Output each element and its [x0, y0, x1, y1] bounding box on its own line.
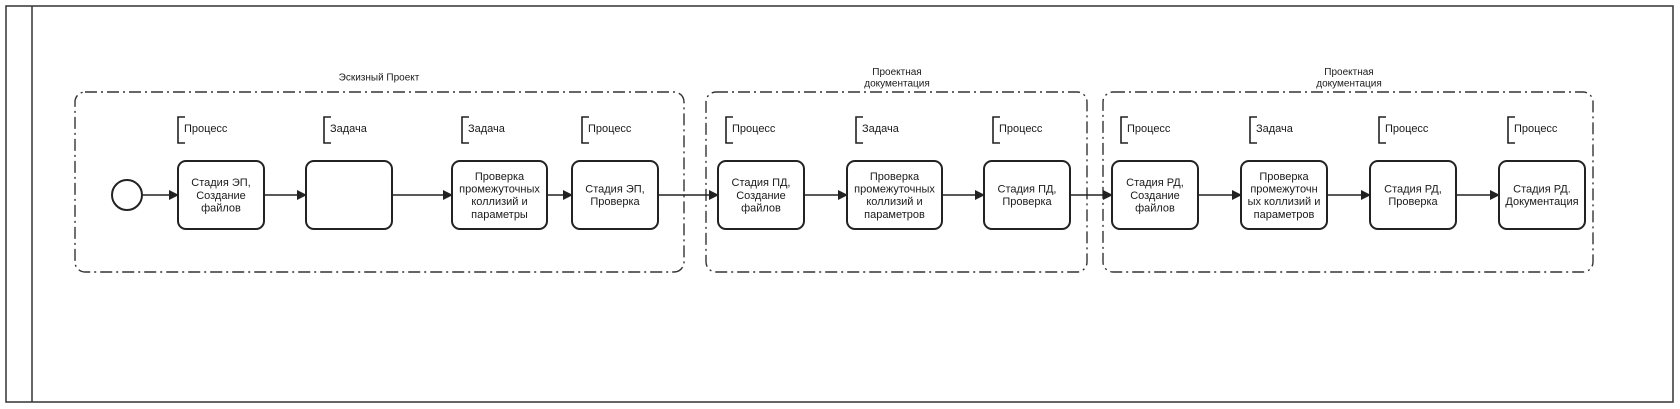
task-label: Стадия ПД,Проверка — [998, 184, 1057, 209]
text-annotation[interactable]: Задача — [461, 116, 506, 144]
label-line: Проверка — [590, 196, 640, 208]
annotation-text: Процесс — [588, 123, 632, 135]
label-line: Проверка — [1259, 171, 1309, 183]
task-sketch-review[interactable]: Стадия ЭП,Проверка — [571, 160, 659, 230]
annotation-text: Процесс — [1514, 123, 1558, 135]
label-line: Стадия ЭП, — [191, 177, 250, 189]
group-title: Эскизный Проект — [339, 73, 420, 84]
label-line: параметров — [1254, 209, 1315, 221]
annotation-text: Задача — [468, 123, 506, 135]
label-line: Стадия ЭП, — [585, 184, 644, 196]
text-annotation[interactable]: Задача — [1249, 116, 1294, 144]
label-line: документация — [1316, 78, 1382, 89]
label-line: промежуточн — [1250, 184, 1317, 196]
text-annotation[interactable]: Процесс — [1378, 116, 1429, 144]
text-annotation[interactable]: Процесс — [1507, 116, 1558, 144]
label-line: Стадия РД. — [1513, 184, 1571, 196]
label-line: Проверка — [870, 171, 920, 183]
annotation-text: Процесс — [184, 123, 228, 135]
task-empty[interactable] — [305, 160, 393, 230]
label-line: Стадия РД, — [1384, 184, 1442, 196]
text-annotation[interactable]: Процесс — [1120, 116, 1171, 144]
label-line: файлов — [201, 203, 241, 215]
label-line: параметры — [471, 209, 528, 221]
task-label: Стадия ЭП,Проверка — [585, 184, 644, 209]
label-line: ых коллизий и — [1248, 196, 1321, 208]
task-rd-documentation[interactable]: Стадия РД.Документация — [1498, 160, 1586, 230]
text-annotation[interactable]: Процесс — [725, 116, 776, 144]
text-annotation[interactable]: Задача — [323, 116, 368, 144]
task-label: Стадия РД,Проверка — [1384, 184, 1442, 209]
label-line: параметров — [864, 209, 925, 221]
label-line: Стадия ПД, — [998, 184, 1057, 196]
label-line: документация — [864, 78, 930, 89]
label-line: промежуточных — [854, 184, 935, 196]
label-line: Создание — [1130, 190, 1180, 202]
label-line: Проверка — [475, 171, 525, 183]
label-line: Проверка — [1002, 196, 1052, 208]
text-annotation[interactable]: Задача — [855, 116, 900, 144]
label-line: коллизий и — [471, 196, 527, 208]
annotation-text: Задача — [862, 123, 900, 135]
annotation-text: Процесс — [732, 123, 776, 135]
label-line: файлов — [1135, 203, 1175, 215]
annotation-text: Задача — [330, 123, 368, 135]
text-annotation[interactable]: Процесс — [581, 116, 632, 144]
annotation-text: Процесс — [999, 123, 1043, 135]
task-rd-review[interactable]: Стадия РД,Проверка — [1369, 160, 1457, 230]
text-annotation[interactable]: Процесс — [992, 116, 1043, 144]
label-line: Создание — [736, 190, 786, 202]
label-line: Эскизный Проект — [339, 73, 420, 84]
label-line: Проектная — [1324, 67, 1373, 78]
task-label: Стадия РД.Документация — [1505, 184, 1578, 209]
label-line: промежуточных — [459, 184, 540, 196]
label-line: Документация — [1505, 196, 1578, 208]
annotation-text: Задача — [1256, 123, 1294, 135]
label-line: Стадия РД, — [1126, 177, 1184, 189]
label-line: файлов — [741, 203, 781, 215]
label-line: Проектная — [872, 67, 921, 78]
label-line: Стадия ПД, — [732, 177, 791, 189]
start-event[interactable] — [111, 179, 143, 211]
group-sketch-project[interactable]: Эскизный Проект — [74, 73, 685, 273]
annotation-text: Процесс — [1127, 123, 1171, 135]
label-line: коллизий и — [866, 196, 922, 208]
annotation-text: Процесс — [1385, 123, 1429, 135]
task-pd-review[interactable]: Стадия ПД,Проверка — [983, 160, 1071, 230]
text-annotation[interactable]: Процесс — [177, 116, 228, 144]
label-line: Создание — [196, 190, 246, 202]
label-line: Проверка — [1388, 196, 1438, 208]
